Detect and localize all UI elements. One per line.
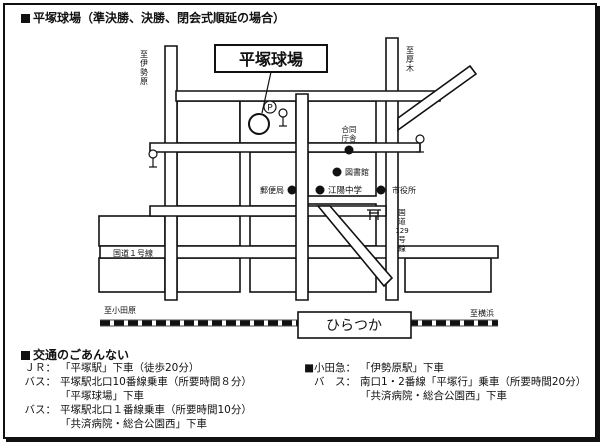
access-text: 南口1・2番線「平塚行」乗車（所要時間20分） [360,376,587,388]
odawara-direction-label: 至小田原 [104,306,136,315]
station-label: ひらつか [326,318,382,334]
stadium-label-box: 平塚球場 [214,44,328,73]
access-right-column: ■小田急： 「伊勢原駅」下車 バ ス： 南口1・2番線「平塚行」乗車（所要時間20分… [300,361,586,403]
school-dot [315,185,325,195]
city-hall-dot [376,185,386,195]
city-hall-label: 市役所 [392,185,416,195]
square-bullet-icon [21,351,30,360]
access-heading-text: 交通のごあんない [33,348,130,362]
access-mode-label: バス： [24,404,57,416]
library-dot [332,167,342,177]
godo-chousha-dot [344,145,354,155]
school-label: 江陽中学 [328,185,363,196]
parking-mark: P [267,104,273,114]
city-block [249,151,299,207]
city-block [404,257,492,293]
access-left-column: ＪＲ：「平塚駅」下車（徒歩20分） バス：平塚駅北口10番線乗車（所要時間８分）… [12,361,252,431]
post-office-dot [287,185,297,195]
access-line: バ ス： 南口1・2番線「平塚行」乗車（所要時間20分） [300,375,586,389]
atsugi-dir-char-3: 木 [406,63,414,73]
access-text: 「共済病院・総合公園西」下車 [60,418,207,430]
city-block [249,215,299,247]
shrine-gate-icon [367,209,381,220]
access-mode-label [12,417,56,431]
diagonal-road [316,205,394,288]
godo-chousha-label-2: 庁舎 [342,133,357,143]
access-line: ■小田急： 「伊勢原駅」下車 [300,361,586,375]
yokohama-direction-label: 至横浜 [470,308,494,318]
library-label: 図書館 [345,167,369,177]
title-text: 平塚球場（準決勝、決勝、閉会式順延の場合） [33,11,286,25]
access-line: バス：平塚駅北口１番線乗車（所要時間10分） [12,403,252,417]
access-text: 「平塚球場」下車 [60,390,144,402]
city-block [98,215,166,247]
city-block [176,151,241,207]
city-block [98,257,166,293]
access-line: 「共済病院・総合公園西」下車 [300,389,586,403]
atsugi-dir-char-2: 厚 [406,55,414,64]
isehara-dir-char-2: 伊 [140,58,148,68]
access-mode-label: ■小田急： [304,362,356,374]
access-mode-label: バス： [24,376,57,388]
access-text: 「共済病院・総合公園西」下車 [360,390,507,402]
access-line: 「共済病院・総合公園西」下車 [12,417,252,431]
city-block [249,257,299,293]
access-line: ＪＲ：「平塚駅」下車（徒歩20分） [12,361,252,375]
access-heading: 交通のごあんない [21,346,129,363]
access-text: 「伊勢原駅」下車 [360,362,444,374]
access-text: 平塚駅北口１番線乗車（所要時間10分） [60,404,252,416]
post-office-label: 郵便局 [260,185,284,195]
isehara-dir-char-3: 勢 [140,67,148,77]
station-box: ひらつか [297,311,412,339]
city-block [176,257,241,293]
access-text: 「平塚駅」下車（徒歩20分） [60,362,200,374]
route129-char-1: 国 [398,208,406,217]
tree-icon [278,108,288,127]
access-mode-label [300,389,356,403]
tree-icon [415,134,425,153]
stadium-marker [248,113,270,135]
route129-char-4: 号 [398,235,406,244]
parking-icon [263,100,277,114]
isehara-dir-char-4: 原 [140,77,148,86]
atsugi-dir-char-1: 至 [406,46,414,55]
isehara-dir-char-1: 至 [140,50,148,59]
access-line: バス：平塚駅北口10番線乗車（所要時間８分） [12,375,252,389]
access-mode-label: バ ス： [314,376,356,388]
access-line: 「平塚球場」下車 [12,389,252,403]
route1-label: 国道１号線 [113,248,153,258]
access-text: 平塚駅北口10番線乗車（所要時間８分） [60,376,252,388]
access-mode-label [12,389,56,403]
godo-chousha-label-1: 合同 [342,124,357,134]
city-block [176,215,241,247]
tree-icon [148,149,158,168]
square-bullet-icon [21,14,30,23]
route129-char-5: 線 [398,243,406,253]
route129-char-3: 129 [395,227,408,235]
route129-char-2: 道 [398,216,406,226]
page-title: 平塚球場（準決勝、決勝、閉会式順延の場合） [21,9,285,26]
access-mode-label: ＪＲ： [24,362,57,374]
city-block [176,100,241,144]
stadium-name: 平塚球場 [239,50,303,69]
